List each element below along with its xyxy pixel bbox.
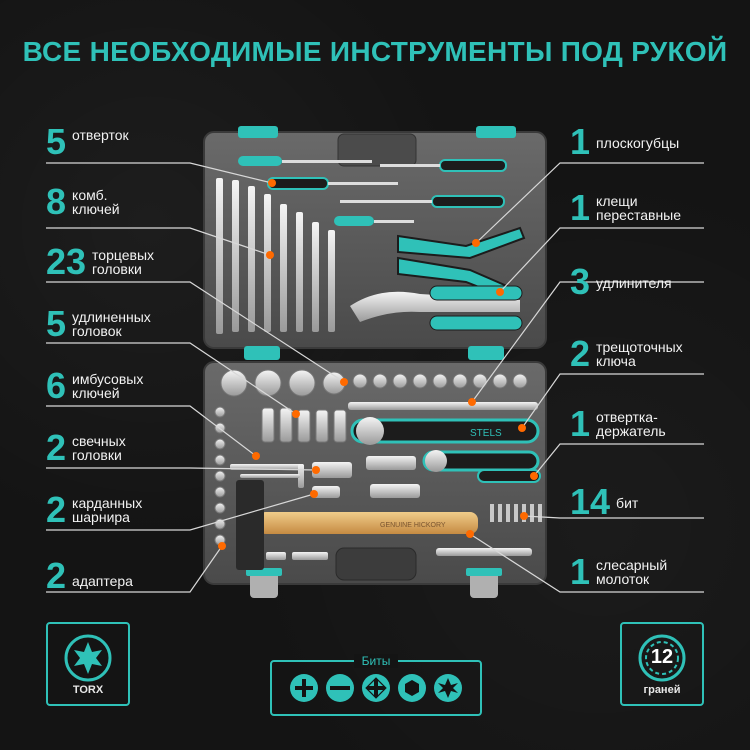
callout-screwdrivers: 5 отверток: [46, 121, 129, 162]
spark-plug-sockets: [312, 456, 416, 478]
combination-wrenches: [216, 178, 335, 334]
callout-leader-lines: [46, 162, 704, 593]
water-pump-pliers: [350, 285, 523, 331]
sockets: [220, 369, 528, 397]
torx-star-icon: [64, 634, 112, 682]
hex-bit-icon: [398, 674, 426, 702]
extension-bars: [348, 402, 538, 556]
small-sockets-column: [214, 406, 226, 546]
torx-bit-icon: [434, 674, 462, 702]
deep-sockets: [261, 407, 347, 443]
torx-badge: TORX: [46, 622, 130, 706]
callout-extensions: 3 удлинителя: [570, 261, 672, 302]
bits-caption: Биты: [353, 654, 399, 668]
callout-dots: [218, 179, 538, 550]
faces-caption: граней: [643, 684, 681, 696]
page-title: ВСЕ НЕОБХОДИМЫЕ ИНСТРУМЕНТЫ ПОД РУКОЙ: [22, 36, 728, 67]
bits-types-panel: Биты: [270, 654, 482, 716]
bit-icons-row: [290, 674, 462, 702]
bit-holder: [477, 469, 541, 483]
callout-bits: 14 бит: [570, 481, 639, 522]
ratchet-brand-text: STELS: [470, 428, 502, 439]
slotted-bit-icon: [326, 674, 354, 702]
faces-number: 12: [650, 646, 674, 668]
ratchets: STELS: [350, 417, 540, 472]
pozidriv-bit-icon: [362, 674, 390, 702]
torx-caption: TORX: [72, 684, 104, 696]
universal-joints: [312, 484, 420, 498]
adapters: [266, 552, 328, 560]
callout-pliers: 1 плоскогубцы: [570, 121, 680, 162]
callout-adapters: 2 адаптера: [46, 555, 133, 596]
hammer: GENUINE HICKORY: [236, 480, 478, 570]
hammer-text: GENUINE HICKORY: [380, 522, 446, 529]
screwdrivers: [238, 156, 507, 226]
faces-badge: 12 граней: [620, 622, 704, 706]
callout-combination-wrenches: 8 комб.ключей: [46, 181, 120, 222]
phillips-bit-icon: [290, 674, 318, 702]
callout-bit-holder: 1 отвертка-держатель: [570, 403, 666, 444]
twelve-point-socket-icon: [638, 634, 686, 682]
